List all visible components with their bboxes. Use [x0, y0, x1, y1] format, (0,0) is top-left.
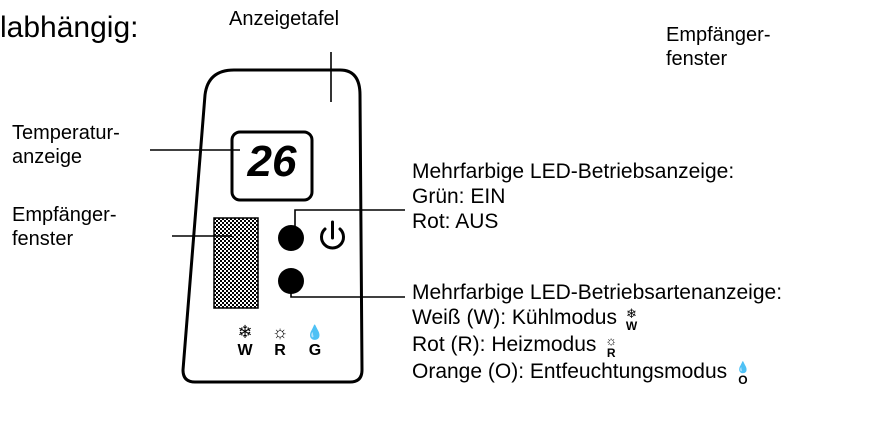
mode-led-description: Mehrfarbige LED-Betriebsartenanzeige: We…: [412, 280, 782, 386]
operation-led: [278, 225, 304, 251]
operation-led-line-red: Rot: AUS: [412, 210, 499, 234]
snowflake-icon: ❄: [626, 306, 637, 322]
leader-line-operation-led: [294, 209, 405, 238]
mode-led-letter-r: R: [606, 346, 616, 361]
receiver-window-label-top: Empfänger- fenster: [666, 23, 771, 71]
mode-led-letter-w: W: [625, 319, 638, 334]
temperature-label-line1: Temperatur-: [12, 122, 120, 144]
receiver-window-grid: [213, 217, 259, 309]
mode-led-badge-heating: ☼ R: [605, 334, 617, 359]
mode-led-title: Mehrfarbige LED-Betriebsartenanzeige:: [412, 281, 783, 304]
mode-led-text-dry: Orange (O): Entfeuchtungsmodus: [412, 360, 728, 384]
temperature-label-line2: anzeige: [12, 146, 83, 168]
mode-led-badge-dry: 💧 O: [736, 362, 750, 388]
mode-led-letter-o: O: [738, 373, 748, 388]
mode-led-line-heating: Rot (R): Heizmodus ☼ R: [412, 332, 782, 359]
operation-led-description: Mehrfarbige LED-Betriebsanzeige: Grün: E…: [412, 159, 734, 235]
mode-icon-heating: ☼ R: [265, 322, 295, 360]
partial-heading-text: labhängig:: [0, 11, 139, 44]
operation-led-line-green: Grün: EIN: [412, 185, 506, 209]
mode-icon-cooling: ❄ W: [230, 322, 260, 360]
power-icon: [320, 220, 345, 250]
sun-icon: ☼: [271, 322, 289, 342]
temperature-display-label: Temperatur- anzeige: [12, 121, 120, 169]
temperature-value: 26: [247, 137, 297, 186]
droplets-icon: 💧: [736, 362, 750, 375]
receiver-window-label-left: Empfänger- fenster: [12, 203, 117, 251]
mode-letter-w: W: [237, 342, 253, 359]
receiver-label-line1: Empfänger-: [12, 204, 117, 226]
temperature-display-box: [230, 130, 314, 202]
droplets-icon: 💧: [306, 324, 324, 340]
receiver-label-line2: fenster: [12, 228, 74, 250]
mode-letter-g: G: [308, 342, 322, 359]
receiver-window-label-top-line1: Empfänger-: [666, 24, 771, 46]
mode-led-line-cooling: Weiß (W): Kühlmodus ❄ W: [412, 305, 782, 332]
operation-led-title: Mehrfarbige LED-Betriebsanzeige:: [412, 160, 735, 183]
mode-led-badge-cooling: ❄ W: [626, 307, 637, 332]
mode-led-text-heating: Rot (R): Heizmodus: [412, 333, 597, 357]
display-panel-outline: [181, 68, 364, 384]
mode-letter-r: R: [274, 342, 286, 359]
mode-icon-dry: 💧 G: [300, 322, 330, 360]
snowflake-icon: ❄: [237, 322, 253, 342]
sun-icon: ☼: [605, 333, 618, 349]
leader-line-mode-led: [290, 281, 405, 298]
panel-label: Anzeigetafel: [229, 8, 340, 30]
mode-led-line-dry: Orange (O): Entfeuchtungsmodus 💧 O: [412, 359, 782, 386]
mode-led-text-cooling: Weiß (W): Kühlmodus: [412, 306, 617, 330]
receiver-window-label-top-line2: fenster: [666, 48, 728, 70]
